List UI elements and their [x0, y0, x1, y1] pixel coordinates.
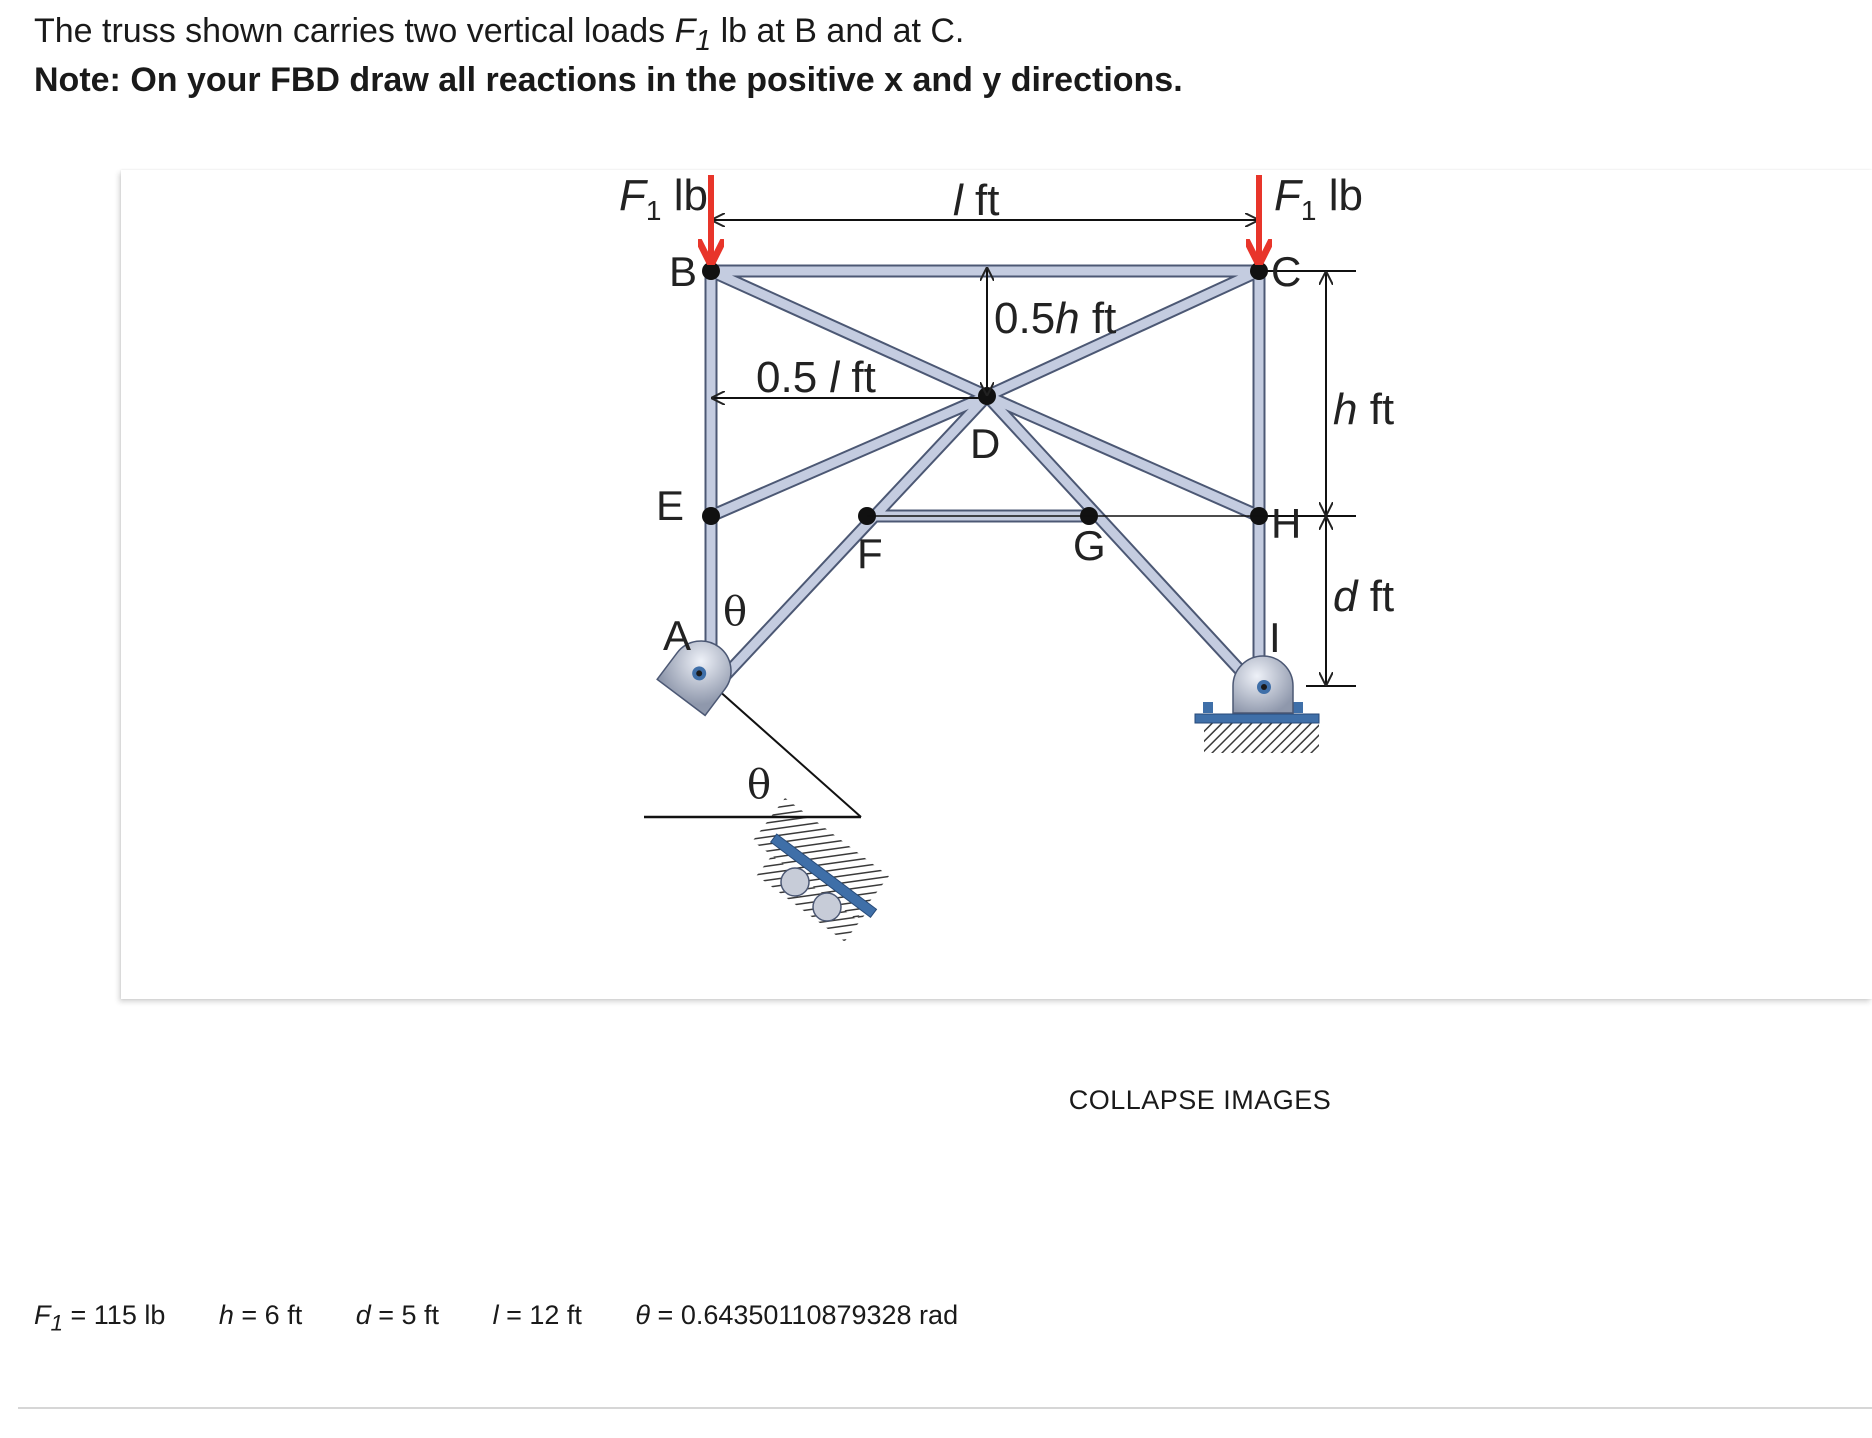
joint-b: [702, 262, 720, 280]
load-label-b: F1 lb: [619, 171, 708, 226]
node-label-h: H: [1271, 500, 1301, 547]
bottom-divider: [18, 1407, 1872, 1409]
load-label-c: F1 lb: [1274, 171, 1363, 226]
parameter-theta: θ = 0.64350110879328 rad: [635, 1300, 959, 1330]
dimension-label-l: l ft: [953, 176, 999, 225]
node-label-g: G: [1073, 522, 1106, 569]
angle-label-member: θ: [723, 589, 747, 635]
figure-panel: F1 lb F1 lb l ft 0.5h ft 0.5 l ft h ft d…: [121, 170, 1872, 999]
load-subscript: 1: [695, 24, 712, 57]
node-label-c: C: [1271, 248, 1301, 295]
load-symbol: F: [674, 12, 696, 50]
problem-text: The truss shown carries two vertical loa…: [34, 12, 1834, 61]
load-arrows: [711, 175, 1259, 260]
roller-support-a: [752, 797, 889, 942]
problem-statement: The truss shown carries two vertical loa…: [34, 12, 1834, 100]
parameter-l: l = 12 ft: [492, 1300, 582, 1330]
pin-support-i: [1194, 702, 1320, 753]
dimension-label-half-h: 0.5h ft: [994, 294, 1116, 343]
joint-e: [702, 507, 720, 525]
truss-members: [704, 264, 1266, 687]
problem-text-start: The truss shown carries two vertical loa…: [34, 12, 675, 50]
pin-a: [656, 640, 732, 717]
node-label-f: F: [857, 530, 883, 577]
dimension-lines: [711, 220, 1356, 687]
node-label-e: E: [656, 482, 684, 529]
node-label-b: B: [669, 248, 697, 295]
pin-i: [1232, 655, 1294, 714]
collapse-images-button[interactable]: COLLAPSE IMAGES: [1020, 1080, 1380, 1120]
dimension-label-h: h ft: [1333, 385, 1394, 434]
problem-text-end: lb at B and at C.: [711, 12, 965, 50]
joint-c: [1250, 262, 1268, 280]
node-label-d: D: [970, 420, 1000, 467]
problem-note: Note: On your FBD draw all reactions in …: [34, 60, 1183, 99]
incline-slope-line: [716, 688, 862, 818]
parameter-d: d = 5 ft: [355, 1300, 440, 1330]
parameter-f1: F1 = 115 lb: [34, 1300, 166, 1336]
truss-diagram: F1 lb F1 lb l ft 0.5h ft 0.5 l ft h ft d…: [619, 171, 1394, 942]
parameter-h: h = 6 ft: [218, 1300, 303, 1330]
dimension-label-d: d ft: [1333, 572, 1394, 621]
given-parameters: F1 = 115 lb h = 6 ft d = 5 ft l = 12 ft …: [34, 1300, 1004, 1336]
angle-label-incline: θ: [747, 762, 771, 808]
node-label-i: I: [1269, 614, 1281, 661]
node-label-a: A: [663, 612, 691, 659]
dimension-label-half-l: 0.5 l ft: [756, 353, 876, 402]
